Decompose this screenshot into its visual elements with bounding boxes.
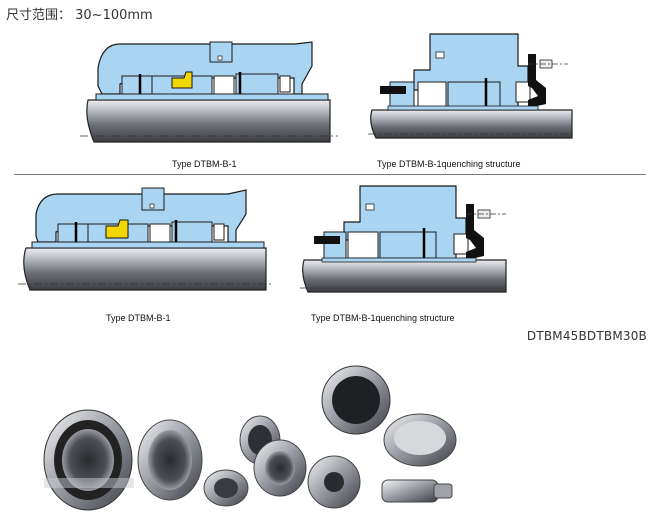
diagram-3-caption: Type DTBM-B-1 <box>106 313 171 323</box>
product-photo <box>43 365 457 511</box>
seal-diagram-1 <box>80 41 338 143</box>
model-code: DTBM45BDTBM30B <box>526 329 647 343</box>
seal-diagram-4 <box>300 185 508 293</box>
diagram-1-caption: Type DTBM-B-1 <box>172 159 237 169</box>
size-range-label: 尺寸范围： 30~100mm <box>6 8 153 23</box>
seal-diagram-3 <box>18 187 274 291</box>
diagram-2-caption: Type DTBM-B-1quenching structure <box>377 159 521 169</box>
diagram-4-caption: Type DTBM-B-1quenching structure <box>311 313 455 323</box>
section-divider <box>14 174 646 175</box>
seal-diagram-2 <box>368 33 574 139</box>
